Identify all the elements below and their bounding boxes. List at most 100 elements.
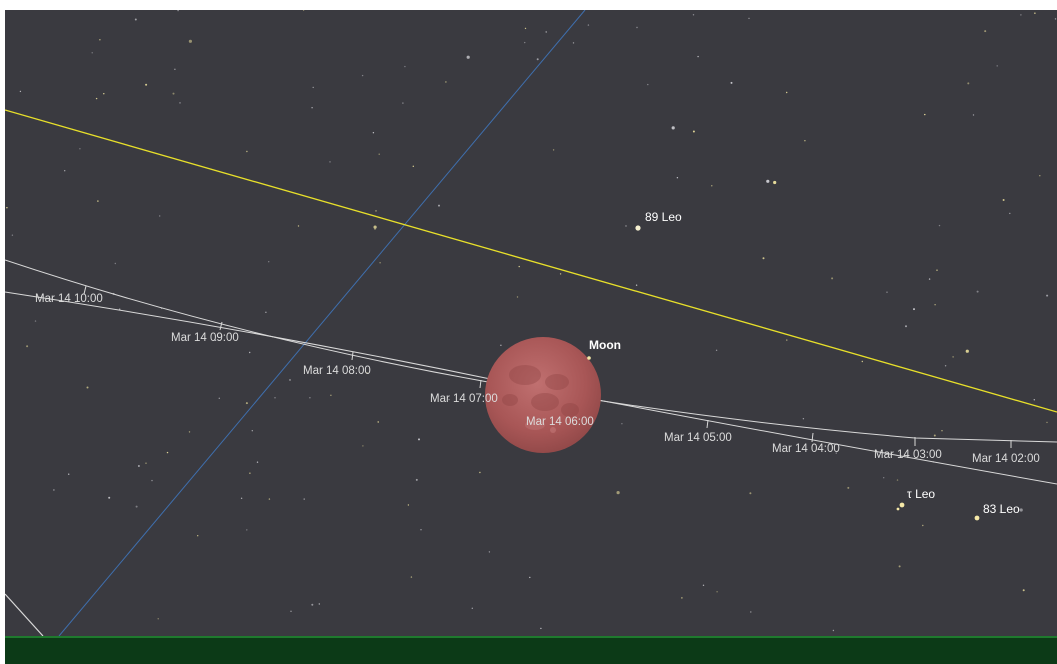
background-star (748, 17, 750, 20)
background-star (290, 610, 292, 612)
path-tick-marks (83, 285, 1012, 448)
background-star (1046, 294, 1049, 297)
background-star (716, 591, 718, 593)
background-star (913, 308, 915, 311)
moon-label: Moon (589, 338, 621, 352)
star-89-leo[interactable] (635, 225, 641, 231)
background-star (103, 93, 105, 95)
background-star (524, 41, 526, 44)
background-star (896, 479, 899, 481)
sky-view[interactable]: Moon 89 Leo τ Leo 83 Leo Mar 14 10:00 Ma… (5, 10, 1057, 636)
background-star (137, 465, 140, 467)
background-star (572, 42, 575, 44)
background-star (621, 423, 623, 425)
background-star (172, 92, 175, 95)
background-star (832, 629, 835, 632)
background-star (905, 325, 907, 328)
path-time-label: Mar 14 09:00 (171, 332, 239, 344)
background-star (412, 165, 414, 167)
star-tau-leo[interactable] (899, 502, 905, 508)
star-83-leo[interactable] (974, 515, 980, 521)
background-star (174, 68, 176, 70)
background-star (883, 477, 885, 479)
background-star (246, 150, 248, 153)
background-star (410, 576, 413, 578)
star-label: τ Leo (907, 487, 935, 501)
background-star (545, 31, 547, 33)
background-star (559, 273, 562, 275)
background-star (329, 161, 331, 163)
horizon-arc-line (5, 593, 44, 636)
star-label: 89 Leo (645, 210, 682, 224)
background-star (1022, 589, 1025, 592)
background-star (438, 204, 440, 207)
background-star (448, 398, 450, 401)
background-star (1019, 508, 1023, 512)
background-star (318, 603, 320, 605)
background-star (479, 471, 481, 474)
background-star (1033, 399, 1036, 401)
background-star (928, 278, 931, 280)
background-star (715, 349, 718, 351)
background-star (135, 505, 138, 508)
sky-canvas[interactable]: Moon 89 Leo τ Leo 83 Leo Mar 14 10:00 Ma… (5, 10, 1057, 636)
background-star (377, 421, 379, 423)
background-star (835, 452, 837, 454)
background-star (240, 497, 243, 499)
background-star (952, 356, 954, 358)
background-star (972, 114, 975, 116)
background-star (289, 379, 291, 381)
background-star (445, 81, 447, 83)
background-star (134, 18, 137, 21)
background-star (524, 27, 527, 30)
background-star (536, 58, 539, 61)
background-star (95, 97, 98, 100)
background-star (297, 225, 300, 227)
ecliptic-line (5, 109, 1057, 413)
background-star (268, 498, 271, 500)
background-star (773, 180, 777, 185)
path-time-label: Mar 14 07:00 (430, 393, 498, 405)
background-star (114, 262, 117, 265)
background-star (967, 82, 970, 85)
background-star (311, 107, 313, 109)
path-time-label: Mar 14 10:00 (35, 293, 103, 305)
star-label: 83 Leo (983, 502, 1020, 516)
background-star (616, 491, 620, 495)
background-star (636, 26, 638, 29)
background-star (804, 140, 806, 142)
background-star (418, 438, 420, 441)
background-star (145, 462, 147, 464)
background-star (802, 418, 805, 420)
background-star (936, 269, 938, 271)
background-star (488, 551, 491, 553)
background-star (999, 511, 1001, 514)
background-star (378, 153, 380, 155)
path-time-label: Mar 14 03:00 (874, 449, 942, 461)
background-star (749, 492, 752, 495)
background-star (529, 576, 531, 579)
background-star (934, 304, 936, 306)
moon-disk[interactable] (485, 337, 601, 453)
background-stars (6, 10, 1057, 632)
background-star (119, 308, 121, 310)
background-star (965, 349, 969, 353)
background-star (188, 431, 191, 433)
background-star (179, 102, 181, 104)
path-time-label: Mar 14 06:00 (526, 416, 594, 428)
background-star (861, 360, 863, 363)
background-star (500, 344, 502, 346)
ground-horizon (5, 636, 1057, 664)
background-star (108, 496, 111, 499)
path-time-label: Mar 14 04:00 (772, 443, 840, 455)
background-star (373, 225, 377, 229)
background-star (145, 83, 148, 86)
background-star (362, 445, 364, 447)
background-star (197, 535, 199, 537)
background-star (274, 397, 276, 399)
background-star (786, 91, 788, 94)
background-star (311, 603, 314, 606)
background-star (302, 10, 305, 11)
background-star (330, 394, 332, 396)
